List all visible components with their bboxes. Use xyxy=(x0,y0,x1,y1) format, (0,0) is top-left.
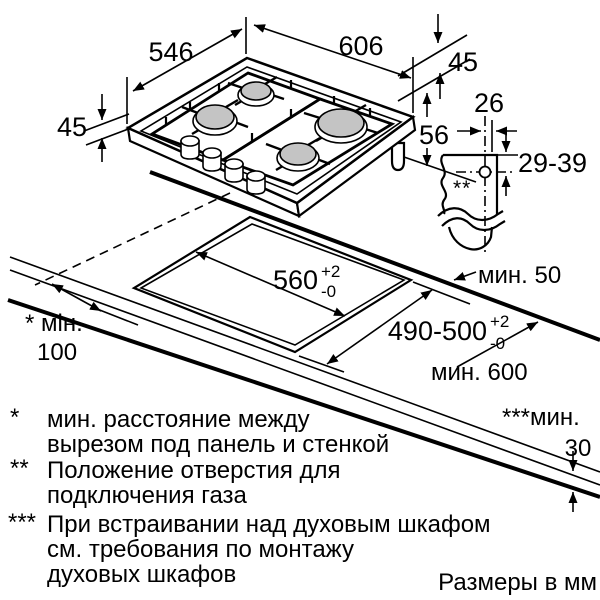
footnote-3-line3: духовых шкафов xyxy=(47,561,236,588)
dim-490-500: 490-500 xyxy=(388,316,487,346)
break-line xyxy=(441,217,506,232)
dim-606: 606 xyxy=(338,31,383,61)
hob-foot xyxy=(390,141,406,172)
burners xyxy=(192,81,368,172)
dim-490-500-tol-minus: -0 xyxy=(490,334,505,353)
footnote-1-line2: вырезом под панель и стенкой xyxy=(47,431,389,458)
label-min-600: мин. 600 xyxy=(431,359,528,386)
break-line xyxy=(437,207,504,222)
dim-560-tol-minus: -0 xyxy=(321,282,336,301)
dim-546: 546 xyxy=(148,37,193,67)
dimension-lines xyxy=(51,14,578,512)
dim-490-500-tol-plus: +2 xyxy=(490,312,509,331)
label-min-50: мин. 50 xyxy=(478,262,561,289)
hob-top-view xyxy=(125,56,417,218)
footnote-2-symbol: ** xyxy=(10,455,29,482)
dim-606-line xyxy=(253,24,412,79)
label-min-30-line2: 30 xyxy=(565,435,592,462)
burner-left-cap xyxy=(195,104,235,130)
footnote-3-symbol: *** xyxy=(8,509,36,536)
footnote-3-line1: При встраивании над духовым шкафом xyxy=(47,511,491,538)
dim-26: 26 xyxy=(474,88,504,118)
footnote-3-line2: см. требования по монтажу xyxy=(47,536,354,563)
burner-front-cap xyxy=(279,142,317,166)
label-min-100-line2: 100 xyxy=(37,339,77,366)
footnote-1-symbol: * xyxy=(10,404,19,431)
dim-56: 56 xyxy=(419,120,449,150)
gas-connection-section xyxy=(437,116,518,255)
units-note: Размеры в мм xyxy=(438,569,597,596)
dim-560-line xyxy=(195,251,346,317)
footnote-2-line1: Положение отверстия для xyxy=(47,457,341,484)
worktop-edges xyxy=(7,170,600,499)
footnotes: * мин. расстояние между вырезом под пане… xyxy=(8,404,491,588)
section-asterisks: ** xyxy=(453,177,471,200)
dim-490-500-line xyxy=(326,289,433,365)
footnote-1-line1: мин. расстояние между xyxy=(47,406,310,433)
dim-560-tol-plus: +2 xyxy=(321,262,340,281)
label-min-30-line1: ***мин. xyxy=(502,404,580,431)
dim-29-39: 29-39 xyxy=(518,148,587,178)
burner-right-cap xyxy=(317,108,365,138)
dim-45-right: 45 xyxy=(448,47,478,77)
dim-560: 560 xyxy=(273,265,318,295)
label-min-100-line1: * мін. xyxy=(25,310,83,337)
footnote-2-line2: подключения газа xyxy=(47,482,248,509)
dim-45-left: 45 xyxy=(57,112,87,142)
gas-hole xyxy=(478,165,492,179)
control-knobs xyxy=(180,135,266,195)
dim-546-line xyxy=(132,28,243,92)
burner-back-cap xyxy=(240,81,272,101)
projection-dashed-line xyxy=(34,192,231,286)
